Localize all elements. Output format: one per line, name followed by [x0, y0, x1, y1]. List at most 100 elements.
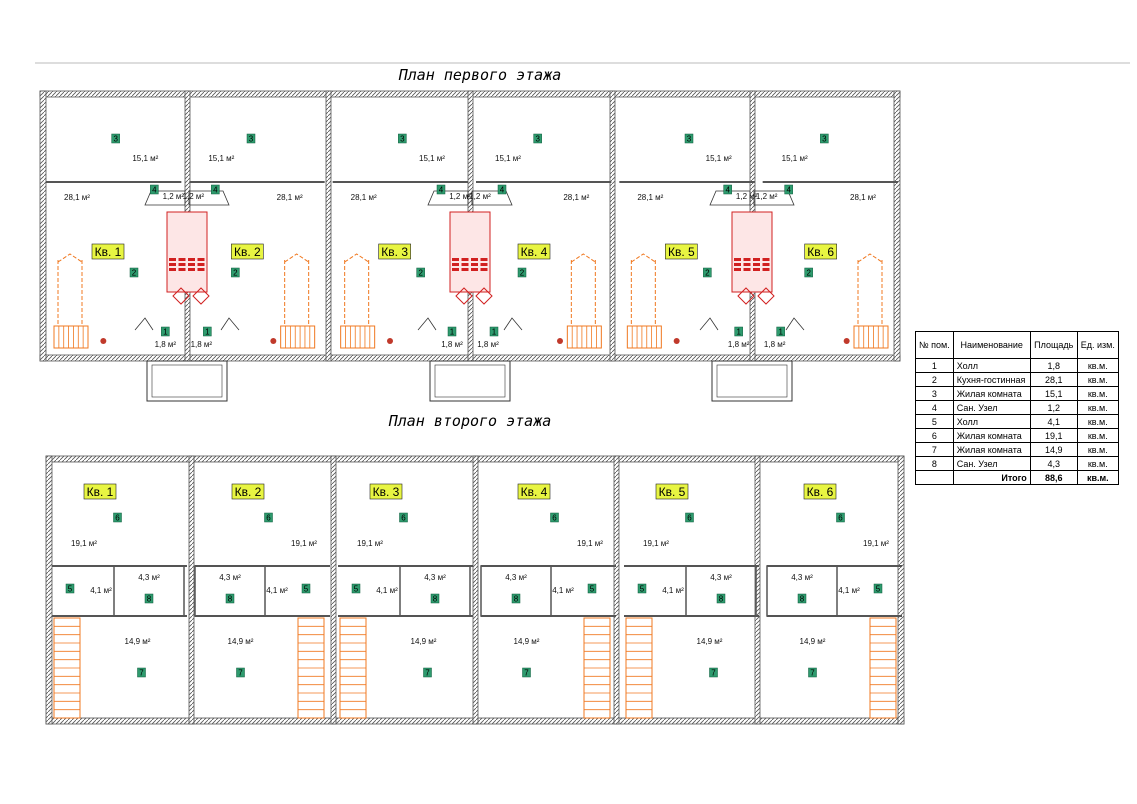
- room-number-marker: [398, 133, 407, 144]
- header-unit: Ед. изм.: [1076, 331, 1119, 359]
- bath-area-label: 1,2 м²: [469, 192, 491, 201]
- stair-outline: [626, 325, 662, 349]
- room-number-marker: [436, 184, 446, 195]
- room-number: 4: [786, 186, 791, 195]
- bedroom-big-area-label: 19,1 м²: [71, 539, 97, 548]
- total-label: Итого: [952, 470, 1031, 485]
- bath-area-label: 1,2 м²: [756, 192, 778, 201]
- apartment-label: Кв. 5: [668, 245, 695, 259]
- row-num: 6: [915, 428, 954, 443]
- bedroom-area-label: 15,1 м²: [495, 154, 521, 163]
- apartment-label: Кв. 1: [95, 245, 122, 259]
- bath-area-label: 1,2 м²: [449, 192, 471, 201]
- room-number-marker: [203, 326, 212, 337]
- apartment-label: Кв. 3: [381, 245, 408, 259]
- hall-area-label: 1,8 м²: [728, 340, 750, 349]
- hall-area-label: 4,1 м²: [838, 586, 860, 595]
- room-number: 8: [514, 595, 519, 604]
- floor2-title: План второго этажа: [388, 412, 552, 430]
- chimney-flue: [452, 263, 459, 266]
- chimney-flue: [461, 258, 469, 261]
- room-number-marker: [150, 184, 159, 195]
- room-number: 3: [535, 135, 540, 144]
- bath-area-label: 4,3 м²: [219, 573, 241, 582]
- row-num: 1: [915, 358, 954, 373]
- stair-direction: [857, 253, 883, 325]
- bath-area-label: 4,3 м²: [710, 573, 732, 582]
- chimney-flue: [197, 263, 205, 266]
- stair-flight: [583, 617, 611, 719]
- apartment-label-box: [804, 243, 837, 260]
- room-number-marker: [236, 667, 245, 678]
- bedroom-big-area-label: 19,1 м²: [643, 539, 669, 548]
- room-number: 2: [806, 269, 811, 278]
- room-number-marker: [246, 133, 256, 144]
- kitchen-area-label: 28,1 м²: [637, 193, 663, 202]
- hall-door-swing: [417, 317, 523, 331]
- room-number: 3: [400, 135, 405, 144]
- row-num: 7: [915, 442, 954, 457]
- bedroom-area-label: 15,1 м²: [419, 154, 445, 163]
- row-num: 8: [915, 456, 954, 471]
- row-name: Жилая комната: [952, 386, 1031, 401]
- party-wall: [609, 90, 616, 362]
- bathroom-walls: [113, 565, 185, 617]
- kitchen-area-label: 28,1 м²: [64, 193, 90, 202]
- apartment-label: Кв. 4: [521, 485, 548, 499]
- room-number-marker: [264, 512, 273, 523]
- room-number: 3: [113, 135, 118, 144]
- stair-flight: [340, 325, 376, 349]
- entrance-step: [434, 364, 506, 398]
- apartment-label-box: [665, 243, 698, 260]
- bathroom-walls: [685, 565, 757, 617]
- chimney-flue: [734, 268, 741, 271]
- room-number: 4: [152, 186, 157, 195]
- room-number: 7: [810, 669, 815, 678]
- entrance-porch: [711, 360, 793, 402]
- apartment-label: Кв. 2: [235, 485, 262, 499]
- apartment-label-box: [83, 483, 117, 500]
- stair-direction: [344, 253, 370, 325]
- room-number: 6: [115, 514, 120, 523]
- room-number-marker: [416, 267, 425, 278]
- room-number: 5: [590, 585, 595, 594]
- apartment-label-box: [231, 243, 264, 260]
- row-area: 1,8: [1029, 358, 1078, 373]
- bedroom-big-area-label: 19,1 м²: [577, 539, 603, 548]
- room-number-marker: [447, 326, 457, 337]
- room-number: 7: [425, 669, 430, 678]
- bedroom-big-area-label: 19,1 м²: [291, 539, 317, 548]
- room-number: 2: [132, 269, 137, 278]
- room-number-marker: [873, 583, 883, 594]
- room-number: 8: [228, 595, 233, 604]
- chimney-flue: [753, 263, 760, 266]
- hall-door-swing: [134, 317, 240, 331]
- chimney-flue: [753, 258, 760, 261]
- bedroom-area-label: 15,1 м²: [782, 154, 808, 163]
- bedroom-small-area-label: 14,9 м²: [411, 637, 437, 646]
- hall-area-label: 4,1 м²: [266, 586, 288, 595]
- room-number-marker: [231, 267, 240, 278]
- room-number: 4: [725, 186, 730, 195]
- room-number-marker: [533, 133, 542, 144]
- meter-point: [100, 338, 107, 344]
- total-empty-cell: [915, 470, 954, 485]
- room-number: 7: [524, 669, 529, 678]
- room-number: 4: [439, 186, 444, 195]
- room-number: 8: [719, 595, 724, 604]
- bedroom-small-area-label: 14,9 м²: [125, 637, 151, 646]
- outer-wall-right: [897, 455, 905, 725]
- party-wall: [325, 90, 332, 362]
- row-unit: кв.м.: [1076, 372, 1119, 387]
- chimney-flue: [188, 268, 195, 271]
- room-number: 1: [736, 328, 741, 337]
- stair-flight: [626, 325, 662, 349]
- room-number: 7: [238, 669, 243, 678]
- hall-area-label: 4,1 м²: [662, 586, 684, 595]
- apartment-label: Кв. 5: [659, 485, 686, 499]
